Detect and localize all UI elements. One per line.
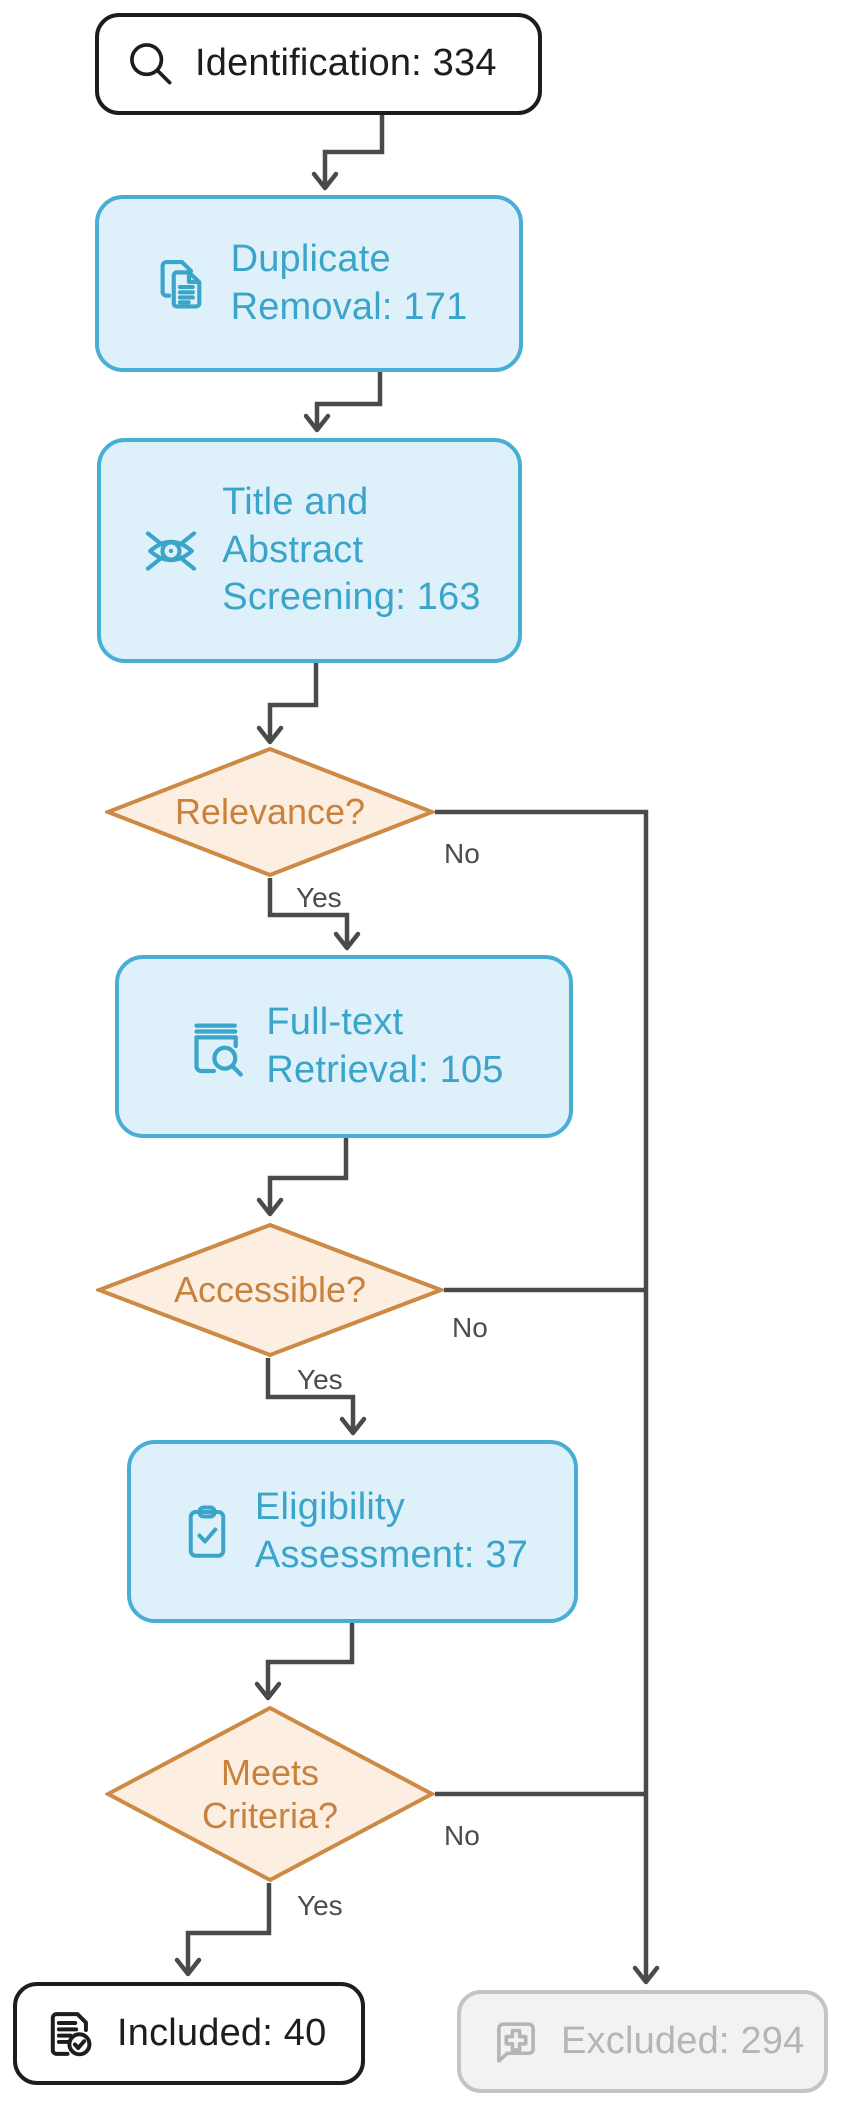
- book-search-icon: [184, 1015, 248, 1079]
- edge-label-meets-criteria-no: No: [444, 1820, 480, 1851]
- node-eligibility-assessment: Eligibility Assessment: 37: [127, 1440, 578, 1623]
- connector-criteria-included-yes: [174, 1883, 272, 1977]
- node-meets-criteria-decision: Meets Criteria?: [105, 1705, 435, 1883]
- node-relevance-decision: Relevance?: [105, 746, 435, 878]
- node-label: Eligibility Assessment: 37: [254, 1485, 529, 1576]
- eye-scan-icon: [138, 518, 204, 584]
- node-duplicate-removal: Duplicate Removal: 171: [95, 195, 523, 372]
- edge-label-relevance-yes: Yes: [296, 882, 342, 913]
- connector-relevance-excluded-no: [435, 809, 660, 1985]
- diamond-shape: [96, 1222, 444, 1358]
- connector-accessible-eligibility-yes: [265, 1358, 367, 1436]
- node-label: Included: 40: [117, 2011, 327, 2054]
- connector-fulltext-accessible: [256, 1138, 349, 1217]
- node-label: Relevance?: [174, 791, 366, 833]
- diamond-shape: [105, 746, 435, 878]
- connector-screening-relevance: [256, 663, 319, 745]
- node-label: Meets Criteria?: [201, 1751, 339, 1836]
- connector-identification-duplicate: [311, 115, 385, 191]
- node-accessible-decision: Accessible?: [96, 1222, 444, 1358]
- connector-relevance-fulltext-yes: [267, 878, 361, 951]
- edge-label-accessible-no: No: [452, 1312, 488, 1343]
- connector-eligibility-criteria: [254, 1623, 355, 1701]
- node-identification: Identification: 334: [95, 13, 542, 115]
- node-label: Duplicate Removal: 171: [230, 237, 468, 328]
- node-title-abstract-screening: Title and Abstract Screening: 163: [97, 438, 522, 663]
- node-label: Accessible?: [173, 1269, 367, 1311]
- node-included: Included: 40: [13, 1982, 365, 2085]
- edge-label-relevance-no: No: [444, 838, 480, 869]
- node-excluded: Excluded: 294: [457, 1990, 828, 2093]
- node-label: Full-text Retrieval: 105: [266, 1000, 504, 1091]
- node-label: Identification: 334: [195, 42, 497, 85]
- clipboard-check-icon: [177, 1502, 237, 1562]
- search-icon: [125, 38, 177, 90]
- node-full-text-retrieval: Full-text Retrieval: 105: [115, 955, 573, 1138]
- edge-label-meets-criteria-yes: Yes: [297, 1890, 343, 1921]
- message-plus-icon: [489, 2015, 543, 2069]
- edge-label-accessible-yes: Yes: [297, 1364, 343, 1395]
- node-label: Excluded: 294: [561, 2019, 805, 2062]
- document-check-icon: [43, 2006, 99, 2062]
- node-label: Title and Abstract Screening: 163: [222, 480, 481, 619]
- copy-documents-icon: [151, 253, 213, 315]
- diamond-shape: [105, 1705, 435, 1883]
- connector-duplicate-screening: [303, 372, 383, 433]
